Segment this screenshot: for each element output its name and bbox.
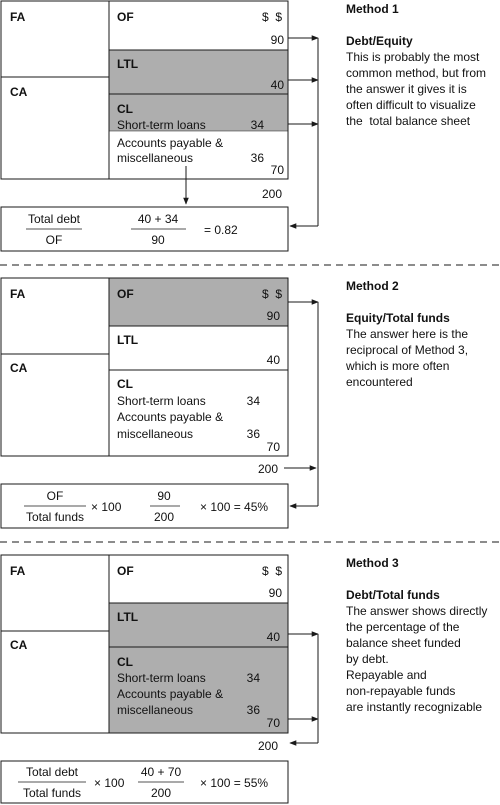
m1-ca-label: CA	[10, 85, 28, 99]
m1-desc-3: often difficult to visualize	[346, 98, 476, 112]
m3-balance-box	[0, 554, 289, 734]
m1-stl-shade	[109, 94, 288, 131]
m1-subtitle: Debt/Equity	[346, 34, 413, 48]
m2-result: × 100 = 45%	[200, 500, 268, 514]
m3-currency: $ $	[262, 564, 282, 578]
m3-subtitle: Debt/Total funds	[346, 588, 440, 602]
m1-formula-box	[0, 206, 289, 252]
m1-stl-value: 34	[251, 118, 265, 132]
m1-desc-4: the total balance sheet	[346, 114, 471, 128]
m2-desc-1: reciprocal of Method 3,	[346, 343, 468, 357]
m2-ca-label: CA	[10, 361, 28, 375]
m3-cl-shade	[109, 647, 288, 733]
m1-ap-label2: miscellaneous	[117, 151, 193, 165]
m2-cl-label: CL	[117, 377, 133, 391]
m1-result: = 0.82	[204, 223, 238, 237]
m2-formula-box	[0, 483, 289, 529]
m3-of-value: 90	[269, 586, 283, 600]
m3-calc-den: 200	[151, 786, 171, 800]
m2-formula-den: Total funds	[26, 510, 84, 524]
m2-desc-3: encountered	[346, 375, 413, 389]
m3-ap-label1: Accounts payable &	[117, 687, 223, 701]
m2-desc-0: The answer here is the	[346, 327, 468, 341]
m3-formula-den: Total funds	[23, 786, 81, 800]
method1-section: FA CA OF $ $ 90 LTL 40 CL Short-term loa…	[0, 0, 486, 252]
m2-stl-label: Short-term loans	[117, 394, 206, 408]
m3-desc-1: the percentage of the	[346, 620, 460, 634]
m1-calc-num: 40 + 34	[138, 212, 179, 226]
m1-formula-num: Total debt	[28, 212, 81, 226]
m3-desc-5: non-repayable funds	[346, 684, 455, 698]
m1-cl-total: 70	[271, 163, 285, 177]
m2-ap-value: 36	[247, 427, 261, 441]
m1-of-value: 90	[271, 33, 285, 47]
m3-desc-0: The answer shows directly	[346, 604, 487, 618]
m2-currency: $ $	[262, 287, 282, 301]
m1-desc-0: This is probably the most	[346, 50, 480, 64]
method2-section: FA CA OF $ $ 90 LTL 40 CL Short-term loa…	[0, 277, 468, 529]
m3-of-label: OF	[117, 564, 134, 578]
m3-heading: Method 3	[346, 556, 399, 570]
m3-result: × 100 = 55%	[200, 776, 268, 790]
method3-section: FA CA OF $ $ 90 LTL 40 CL Short-term loa…	[0, 554, 487, 804]
m2-of-shade	[109, 278, 288, 326]
m1-cl-label: CL	[117, 102, 133, 116]
m2-ltl-value: 40	[267, 353, 281, 367]
m3-ltl-label: LTL	[117, 610, 138, 624]
m2-balance-box	[0, 277, 289, 457]
m2-formula-num: OF	[47, 489, 64, 503]
m3-desc-3: by debt.	[346, 652, 389, 666]
m3-fa-label: FA	[10, 564, 26, 578]
m2-desc-2: which is more often	[345, 359, 449, 373]
m1-stl-label: Short-term loans	[117, 118, 206, 132]
m2-of-value: 90	[267, 309, 281, 323]
m2-of-label: OF	[117, 287, 134, 301]
m3-ltl-value: 40	[267, 630, 281, 644]
m3-ca-label: CA	[10, 638, 28, 652]
m1-calc-den: 90	[151, 233, 165, 247]
m2-stl-value: 34	[247, 394, 261, 408]
m2-ltl-label: LTL	[117, 333, 138, 347]
m1-ap-value: 36	[251, 151, 265, 165]
m3-desc-6: are instantly recognizable	[346, 700, 482, 714]
m1-ap-label1: Accounts payable &	[117, 136, 223, 150]
m3-formula-num: Total debt	[26, 765, 79, 779]
m3-grand-total: 200	[258, 739, 278, 753]
m3-ap-value: 36	[247, 703, 261, 717]
m2-subtitle: Equity/Total funds	[346, 311, 450, 325]
m2-fa-label: FA	[10, 287, 26, 301]
m2-heading: Method 2	[346, 279, 399, 293]
m2-calc-num: 90	[157, 489, 171, 503]
m3-calc-num: 40 + 70	[141, 765, 182, 779]
m3-multiplier: × 100	[94, 776, 125, 790]
m1-currency: $ $	[262, 10, 282, 24]
m1-balance-box	[0, 0, 289, 180]
m1-ltl-value: 40	[271, 78, 285, 92]
m3-ltl-shade	[109, 603, 288, 647]
m1-ltl-shade	[109, 50, 288, 94]
m2-multiplier: × 100	[91, 500, 122, 514]
m1-grand-total: 200	[262, 187, 282, 201]
m2-calc-den: 200	[154, 510, 174, 524]
m3-cl-total: 70	[267, 716, 281, 730]
m3-stl-label: Short-term loans	[117, 671, 206, 685]
m2-grand-total: 200	[258, 462, 278, 476]
m1-fa-label: FA	[10, 10, 26, 24]
m1-heading: Method 1	[346, 2, 399, 16]
m3-ap-label2: miscellaneous	[117, 703, 193, 717]
m1-desc-2: the answer it gives it is	[346, 82, 467, 96]
m3-stl-value: 34	[247, 671, 261, 685]
m1-of-label: OF	[117, 10, 134, 24]
m1-ltl-label: LTL	[117, 57, 138, 71]
m3-desc-2: balance sheet funded	[346, 636, 461, 650]
m2-ap-label2: miscellaneous	[117, 427, 193, 441]
m1-formula-den: OF	[46, 233, 63, 247]
m1-desc-1: common method, but from	[346, 66, 486, 80]
m2-cl-total: 70	[267, 440, 281, 454]
m3-cl-label: CL	[117, 655, 133, 669]
m3-formula-box	[0, 760, 289, 804]
m2-ap-label1: Accounts payable &	[117, 410, 223, 424]
m3-desc-4: Repayable and	[346, 668, 427, 682]
